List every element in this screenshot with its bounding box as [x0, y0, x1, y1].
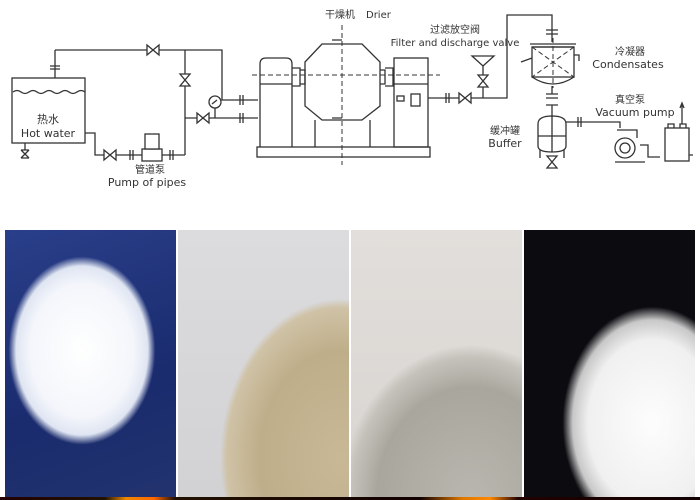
pipe-pump-label-en: Pump of pipes: [108, 176, 186, 189]
hot-water-label-en: Hot water: [21, 127, 76, 140]
vacuum-pump-label-cn: 真空泵: [615, 93, 645, 106]
filter-discharge-valve: 过滤放空阀 Filter and discharge valve: [391, 14, 553, 105]
photo-white-crystal-product: [524, 230, 695, 498]
valve-icon: [458, 91, 472, 105]
pipe-pump: 管道泵 Pump of pipes: [108, 133, 186, 189]
drier-label-cn: 干燥机: [325, 8, 355, 21]
valve-icon: [545, 155, 559, 169]
hot-water-piping: [55, 43, 258, 162]
filter-valve-label-en: Filter and discharge valve: [391, 38, 520, 49]
valve-icon: [146, 43, 160, 57]
condenser-label-cn: 冷凝器: [615, 45, 645, 58]
funnel-icon: [470, 55, 496, 67]
buffer-label-cn: 缓冲罐: [490, 124, 520, 137]
buffer-tank: 缓冲罐 Buffer: [488, 115, 621, 169]
pipe-pump-label-cn: 管道泵: [135, 163, 165, 176]
photo-beige-powder-product: [178, 230, 349, 498]
hot-water-tank: 热水 Hot water: [11, 50, 86, 159]
drier-label-en: Drier: [366, 10, 392, 21]
filter-valve-label-cn: 过滤放空阀: [430, 23, 480, 36]
condenser-label-en: Condensates: [592, 58, 664, 71]
valve-icon: [103, 148, 117, 162]
valve-icon: [178, 73, 192, 87]
valve-icon: [476, 74, 490, 88]
photo-silver-granule-product: [351, 230, 522, 498]
condenser: 冷凝器 Condensates: [520, 29, 664, 117]
hot-water-label-cn: 热水: [37, 113, 59, 126]
process-flow-diagram: 热水 Hot water 管道泵 Pump of pipes 干燥机 Drier: [11, 8, 693, 189]
valve-icon: [196, 111, 210, 125]
double-cone-drier: 干燥机 Drier: [252, 8, 440, 165]
product-photo-strip: [5, 230, 695, 498]
photo-white-fluffy-product: [5, 230, 176, 498]
decorative-fire-strip: [0, 497, 700, 500]
vacuum-pump-label-en: Vacuum pump: [595, 106, 674, 119]
vacuum-pump: 真空泵 Vacuum pump: [595, 93, 693, 163]
buffer-label-en: Buffer: [488, 137, 522, 150]
